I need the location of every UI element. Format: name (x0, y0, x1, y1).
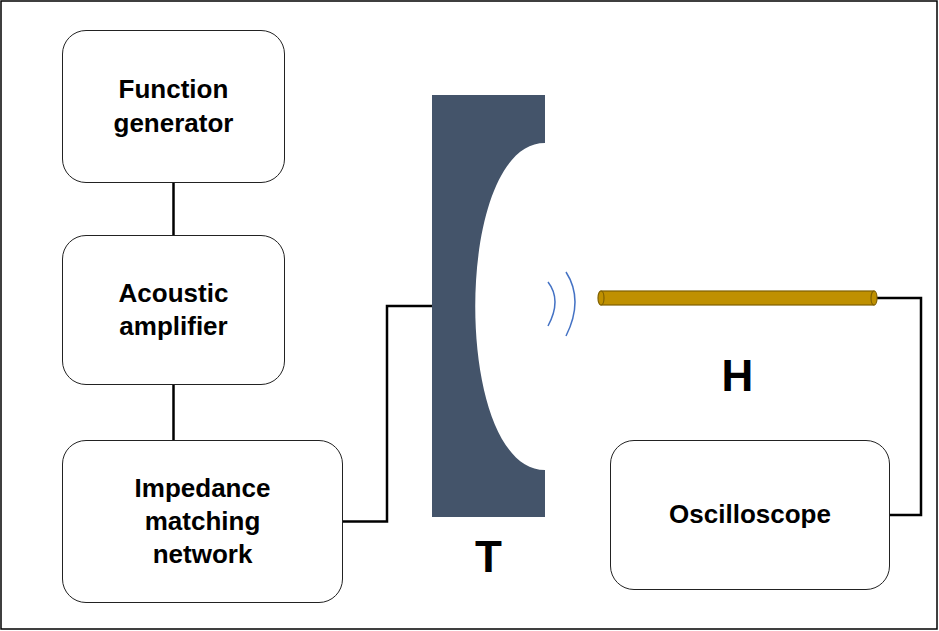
transducer-face (432, 95, 545, 517)
sound-wave (566, 272, 575, 336)
process-box: Impedance matching network (62, 440, 343, 603)
part-label: T (432, 535, 545, 579)
connector-wire (343, 306, 432, 522)
box-label: Acoustic amplifier (91, 277, 256, 344)
process-box: Acoustic amplifier (62, 235, 285, 385)
sound-wave (548, 282, 555, 326)
part-label: H (598, 354, 877, 398)
hydrophone-rod (601, 291, 874, 305)
hydrophone-cap (871, 291, 877, 305)
wire-line (172, 183, 175, 235)
connector-wire (173, 183, 174, 235)
transducer-body (432, 95, 545, 517)
box-label: Oscilloscope (669, 498, 831, 531)
process-box: Function generator (62, 30, 285, 183)
transducer: T (432, 95, 545, 517)
hydrophone-cap (598, 291, 604, 305)
hydrophone: H (598, 290, 877, 306)
wire-line (172, 385, 175, 440)
box-label: Function generator (91, 73, 256, 140)
connector-wire (173, 385, 174, 440)
hydrophone-body (598, 290, 877, 306)
process-box: Oscilloscope (610, 440, 890, 590)
box-label: Impedance matching network (115, 472, 290, 572)
wire-line (343, 306, 432, 522)
